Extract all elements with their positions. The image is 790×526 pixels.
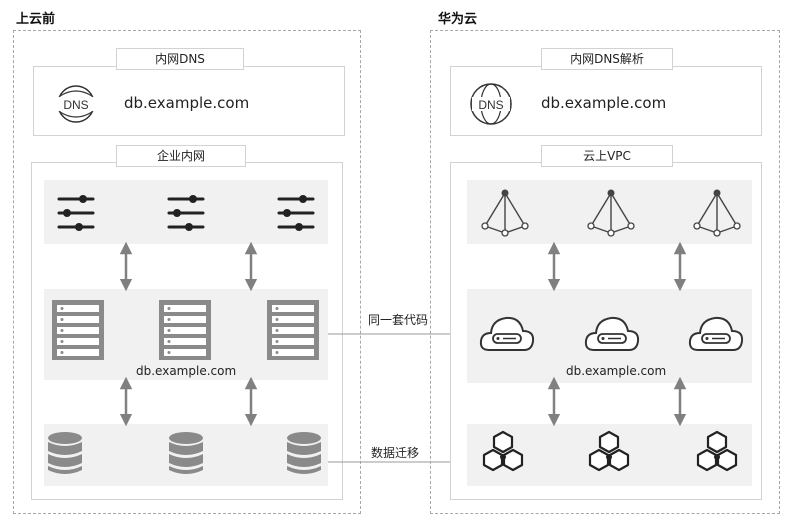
right-network-tag: 云上VPC [541,145,673,167]
code-label: 同一套代码 [368,313,429,327]
left-arrows [119,241,258,427]
sliders-icon [277,195,315,231]
left-network-tag: 企业内网 [116,145,246,167]
dns-globe-icon: DNS [55,85,97,123]
svg-text:DNS: DNS [63,98,88,112]
hexagon-db-icon [482,430,524,472]
load-balancer-icon [693,189,741,237]
database-icon [169,432,203,474]
load-balancer-icon [587,189,635,237]
middle-connectors [328,331,465,465]
right-dns-tag: 内网DNS解析 [541,48,673,70]
database-icon [48,432,82,474]
right-server-domain: db.example.com [566,364,667,378]
hexagon-db-icon [588,430,630,472]
left-title: 上云前 [16,12,56,27]
right-arrows [547,241,687,427]
left-dns-domain: db.example.com [124,94,250,112]
sliders-icon [57,195,95,231]
dns-globe-icon: DNS [470,83,512,125]
right-title: 华为云 [438,12,478,27]
load-balancer-icon [481,189,529,237]
hexagon-db-icon [696,430,738,472]
cloud-server-icon [479,316,535,351]
right-panel [430,30,780,514]
data-label: 数据迁移 [371,446,420,460]
svg-text:DNS: DNS [478,98,503,112]
sliders-icon [167,195,205,231]
server-rack-icon [52,300,104,360]
left-dns-tag: 内网DNS [116,48,244,70]
left-server-domain: db.example.com [136,364,237,378]
right-dns-domain: db.example.com [541,94,667,112]
server-rack-icon [159,300,211,360]
left-panel [13,30,361,514]
database-icon [287,432,321,474]
server-rack-icon [267,300,319,360]
cloud-server-icon [688,316,744,351]
cloud-server-icon [584,316,640,351]
